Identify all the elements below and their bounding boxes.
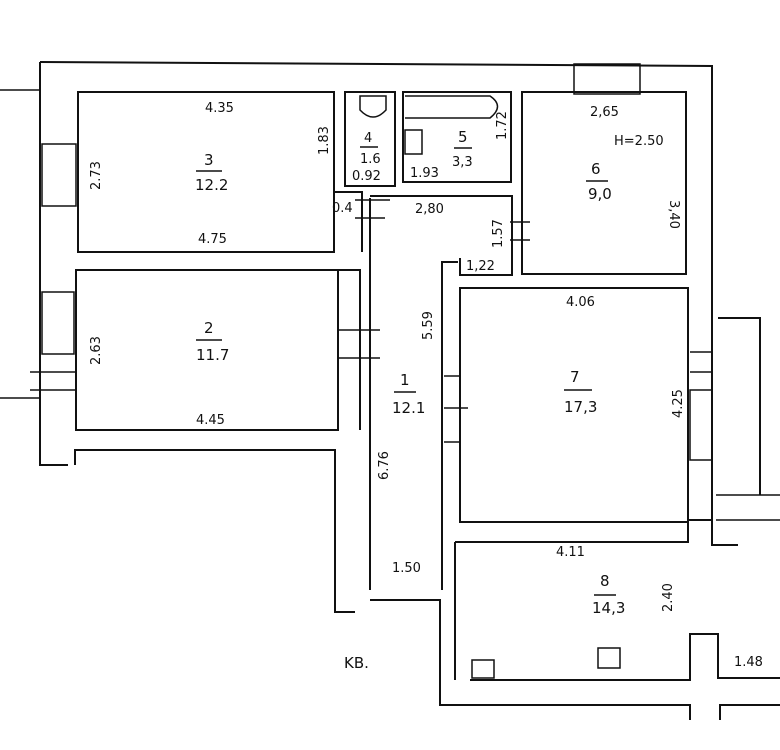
walls bbox=[0, 61, 780, 720]
room2-dim-height: 2.63 bbox=[89, 336, 104, 365]
ceiling-height: H=2.50 bbox=[614, 134, 664, 149]
room4-area: 1.6 bbox=[360, 152, 381, 167]
room5-dim-width: 1.93 bbox=[410, 166, 439, 181]
room1-dim-a: 5.59 bbox=[421, 311, 436, 340]
room3-dim-left: 2.73 bbox=[89, 161, 104, 190]
room7-number: 7 bbox=[570, 368, 580, 386]
room2-area: 11.7 bbox=[196, 346, 229, 364]
room2-number: 2 bbox=[204, 319, 214, 337]
room3-dim-right: 1.83 bbox=[317, 126, 332, 155]
hall-dim-b: 2,80 bbox=[415, 202, 444, 217]
room3-number: 3 bbox=[204, 151, 214, 169]
room8-dim-height: 2.40 bbox=[661, 583, 676, 612]
hall-dim-c: 1.57 bbox=[491, 219, 506, 248]
room8-dim-extra: 1.48 bbox=[734, 655, 763, 670]
room6-area: 9,0 bbox=[588, 185, 612, 203]
room2-dim-width: 4.45 bbox=[196, 413, 225, 428]
room1-dim-c: 1.50 bbox=[392, 561, 421, 576]
plan-label: KB. bbox=[344, 654, 369, 672]
room7-area: 17,3 bbox=[564, 398, 597, 416]
room3-dim-top: 4.35 bbox=[205, 101, 234, 116]
room8-number: 8 bbox=[600, 572, 610, 590]
room6-dim-height: 3,40 bbox=[666, 200, 681, 229]
room4-dim-width: 0.92 bbox=[352, 169, 381, 184]
room7-dim-height: 4.25 bbox=[671, 389, 686, 418]
room1-dim-b: 6.76 bbox=[377, 451, 392, 480]
room8-area: 14,3 bbox=[592, 599, 625, 617]
room1-area: 12.1 bbox=[392, 399, 425, 417]
room5-area: 3,3 bbox=[452, 155, 473, 170]
hall-dim-a: 0.4 bbox=[332, 201, 353, 216]
room4-number: 4 bbox=[364, 131, 372, 146]
room6-number: 6 bbox=[591, 160, 601, 178]
room1-number: 1 bbox=[400, 371, 410, 389]
room5-number: 5 bbox=[458, 128, 468, 146]
room7-dim-width: 4.06 bbox=[566, 295, 595, 310]
room6-dim-width: 2,65 bbox=[590, 105, 619, 120]
room3-dim-bottom: 4.75 bbox=[198, 232, 227, 247]
room3-area: 12.2 bbox=[195, 176, 228, 194]
room5-dim-height: 1.72 bbox=[495, 111, 510, 140]
room8-dim-width: 4.11 bbox=[556, 545, 585, 560]
hall-dim-d: 1,22 bbox=[466, 259, 495, 274]
